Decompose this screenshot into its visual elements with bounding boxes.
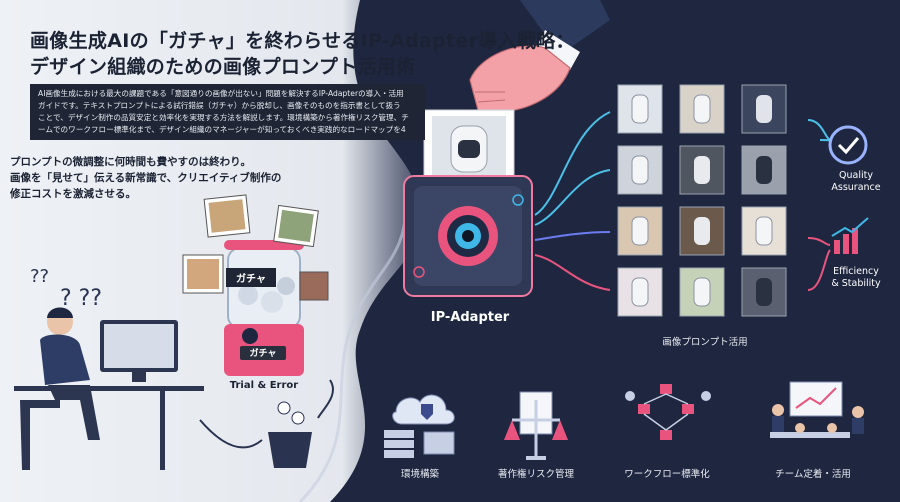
quality-assurance-badge-icon bbox=[828, 125, 868, 165]
wave-edge bbox=[298, 199, 407, 502]
efficiency-label-line-1: Efficiency bbox=[833, 266, 879, 277]
reference-photo-card bbox=[423, 109, 515, 187]
efficiency-label-line-2: & Stability bbox=[831, 278, 881, 289]
hand-holding-photo-illustration bbox=[469, 0, 610, 113]
efficiency-chart-icon bbox=[831, 217, 869, 254]
lead-text: プロンプトの微調整に何時間も費やすのは終わり。 画像を「見せて」伝える新常識で、… bbox=[10, 154, 281, 202]
frustrated-designer-illustration: ? ?? ?? bbox=[14, 266, 204, 470]
svg-text:? ??: ? ?? bbox=[60, 286, 102, 311]
image-prompt-caption: 画像プロンプト活用 bbox=[662, 337, 748, 348]
quality-label-line-2: Assurance bbox=[831, 182, 881, 193]
lead-line: プロンプトの微調整に何時間も費やすのは終わり。 bbox=[10, 156, 251, 168]
step-icons bbox=[384, 381, 864, 460]
team-meeting-icon bbox=[770, 381, 864, 438]
description-line: ガイドです。テキストプロンプトによる試行錯誤（ガチャ）から脱却し、画像そのものを… bbox=[38, 101, 401, 110]
connection-arrows bbox=[534, 111, 832, 291]
trial-error-caption: Trial & Error bbox=[229, 380, 299, 391]
lead-line: 修正コストを激減させる。 bbox=[10, 188, 136, 200]
random-result-images bbox=[182, 194, 329, 301]
gacha-label-top: ガチャ bbox=[226, 268, 276, 287]
description-line: ことで、デザイン制作の品質安定と効率化を実現する方法を解説します。環境構築から著… bbox=[38, 113, 409, 122]
page-title-line-1: 画像生成AIの「ガチャ」を終わらせるIP-Adapter導入戦略： bbox=[30, 30, 575, 52]
step-label-environment: 環境構築 bbox=[400, 469, 439, 480]
gacha-label-machine: ガチャ bbox=[249, 349, 277, 359]
description-line: ームでのワークフロー標準化まで、デザイン組織のマネージャーが知っておくべき実践的… bbox=[38, 125, 406, 134]
step-label-copyright: 著作権リスク管理 bbox=[497, 469, 574, 480]
svg-text:??: ?? bbox=[30, 266, 49, 287]
ip-adapter-label: IP-Adapter bbox=[430, 310, 510, 325]
wasted-cost-trash-illustration bbox=[199, 379, 334, 468]
step-label-workflow: ワークフロー標準化 bbox=[624, 469, 710, 480]
ip-adapter-device bbox=[403, 175, 533, 297]
description-line: AI画像生成における最大の課題である「意図通りの画像が出ない」問題を解決するIP… bbox=[38, 89, 404, 98]
scales-document-icon bbox=[504, 391, 568, 460]
description-box: AI画像生成における最大の課題である「意図通りの画像が出ない」問題を解決するIP… bbox=[30, 84, 425, 140]
lead-line: 画像を「見せて」伝える新常識で、クリエイティブ制作の bbox=[10, 172, 282, 184]
page-title-line-2: デザイン組織のための画像プロンプト活用術 bbox=[30, 56, 416, 78]
workflow-icon bbox=[625, 384, 711, 440]
generated-image-grid bbox=[617, 84, 787, 317]
quality-label-line-1: Quality bbox=[839, 170, 873, 181]
step-label-team: チーム定着・活用 bbox=[775, 469, 851, 480]
cloud-server-icon bbox=[384, 394, 455, 458]
